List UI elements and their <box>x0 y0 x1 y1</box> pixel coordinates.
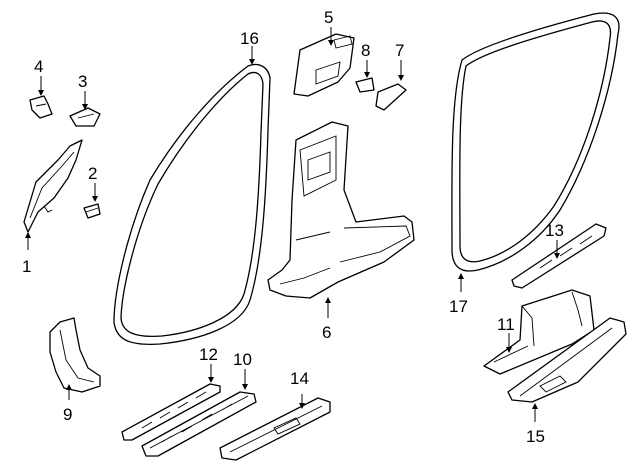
callout-5: 5 <box>324 8 333 27</box>
part-1-a-pillar-trim <box>23 139 83 233</box>
part-5-upper-b-pillar-trim <box>293 33 355 97</box>
part-11-rear-sill-trim <box>483 289 595 375</box>
callout-16: 16 <box>240 29 259 48</box>
part-6-b-pillar-trim <box>267 121 415 299</box>
part-7-cap <box>375 83 407 111</box>
callout-6: 6 <box>322 323 331 342</box>
part-2-clip <box>83 203 101 219</box>
part-15-rear-scuff-plate <box>507 317 627 403</box>
callout-8: 8 <box>361 41 370 60</box>
callout-13: 13 <box>545 221 564 240</box>
callout-9: 9 <box>63 405 72 424</box>
callout-12: 12 <box>199 345 218 364</box>
part-14-front-scuff-plate <box>219 397 331 461</box>
callout-10: 10 <box>233 350 252 369</box>
part-10-front-sill-trim <box>141 391 257 457</box>
callout-2: 2 <box>88 164 97 183</box>
part-3-bracket <box>69 107 101 127</box>
callout-14: 14 <box>290 369 309 388</box>
part-9-kick-panel <box>49 317 101 393</box>
callout-15: 15 <box>526 427 545 446</box>
part-8-cover <box>355 77 375 93</box>
callout-11: 11 <box>497 315 515 334</box>
callout-4: 4 <box>34 57 43 76</box>
callout-1: 1 <box>22 257 31 276</box>
callout-17: 17 <box>449 297 468 316</box>
part-16-front-door-seal <box>113 63 271 346</box>
part-12-sill-strip <box>121 383 221 441</box>
callout-3: 3 <box>78 72 87 91</box>
callout-7: 7 <box>395 41 404 60</box>
part-4-clip <box>29 95 53 119</box>
part-17-rear-door-seal <box>451 12 620 272</box>
